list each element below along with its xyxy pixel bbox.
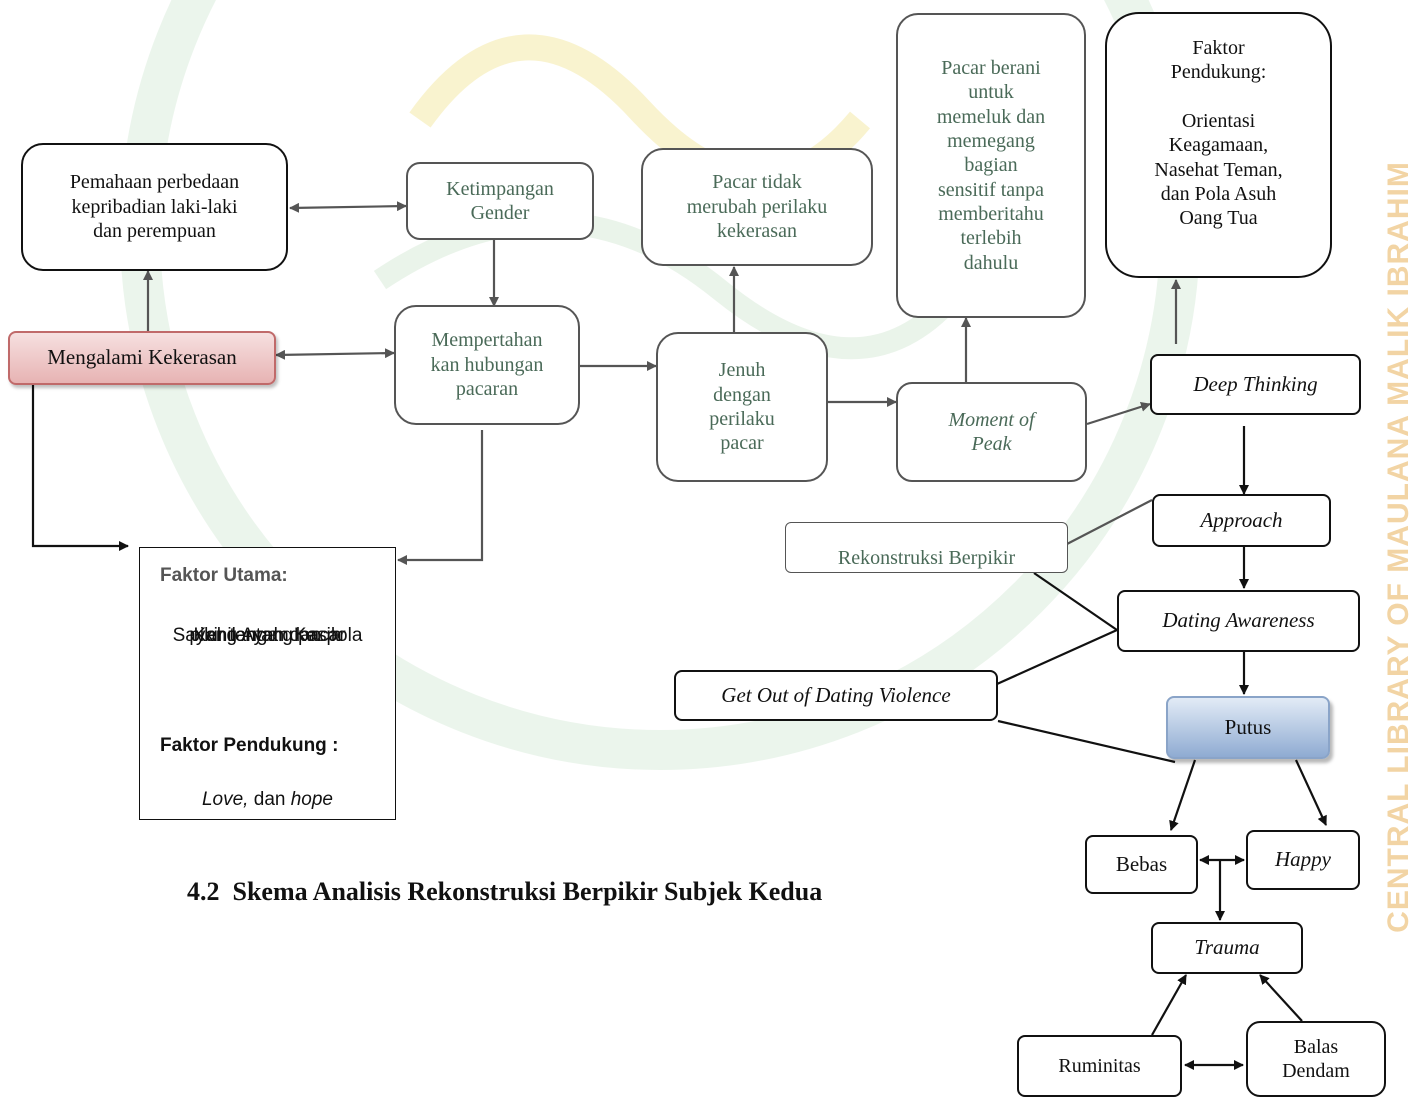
node-ruminitas: Ruminitas [1017,1035,1182,1097]
figure-caption: 4.2 Skema Analisis Rekonstruksi Berpikir… [187,877,823,906]
faktor-utama-heading: Faktor Utama: [160,565,288,586]
node-faktor-utama: Faktor Utama: Kehilangan Kasih Sayang Ay… [139,547,396,820]
node-deep-thinking: Deep Thinking [1150,354,1361,415]
node-mengalami-kekerasan: Mengalami Kekerasan [8,331,276,385]
node-putus: Putus [1166,696,1330,759]
faktor-pendukung-values: Love, dan hope [201,789,334,810]
node-trauma: Trauma [1151,922,1303,974]
node-rekonstruksi-berpikir: Rekonstruksi Berpikir [785,522,1068,573]
node-dating-awareness: Dating Awareness [1117,590,1360,652]
node-get-out-of-dating-violence: Get Out of Dating Violence [674,670,998,721]
node-happy: Happy [1246,830,1360,890]
faktor-pendukung-heading: Faktor Pendukung : [160,735,339,756]
node-approach: Approach [1152,494,1331,547]
node-bebas: Bebas [1085,835,1198,894]
